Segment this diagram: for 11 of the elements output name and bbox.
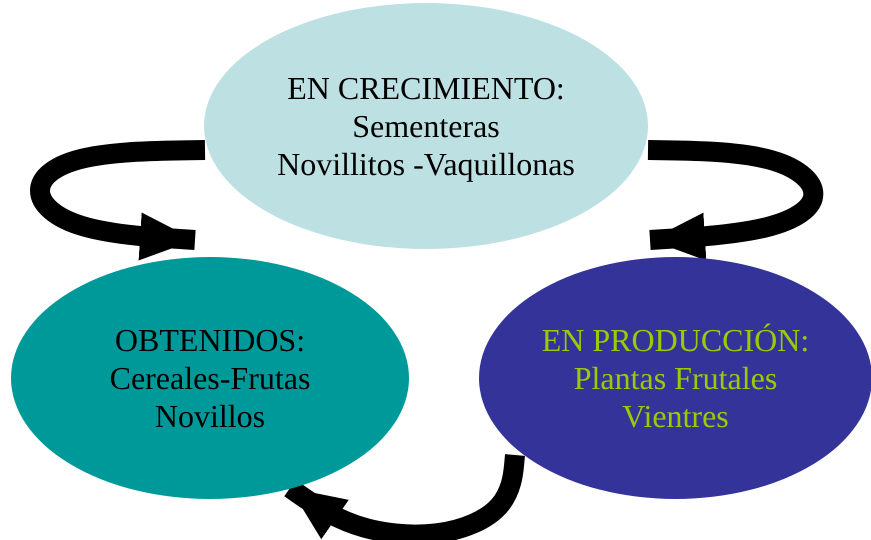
curved-arrow: [30, 140, 206, 260]
node-heading: OBTENIDOS:: [114, 321, 306, 359]
node-text: Novillitos -Vaquillonas: [277, 145, 575, 183]
curved-arrow: [648, 140, 824, 261]
node-heading: EN PRODUCCIÓN:: [542, 321, 810, 359]
node-text: Novillos: [154, 397, 266, 435]
node-heading: EN CRECIMIENTO:: [287, 69, 565, 107]
node-text: Vientres: [622, 397, 729, 435]
node-text: Plantas Frutales: [574, 359, 778, 397]
node-text: Sementeras: [352, 107, 500, 145]
node-text: Cereales-Frutas: [110, 359, 310, 397]
